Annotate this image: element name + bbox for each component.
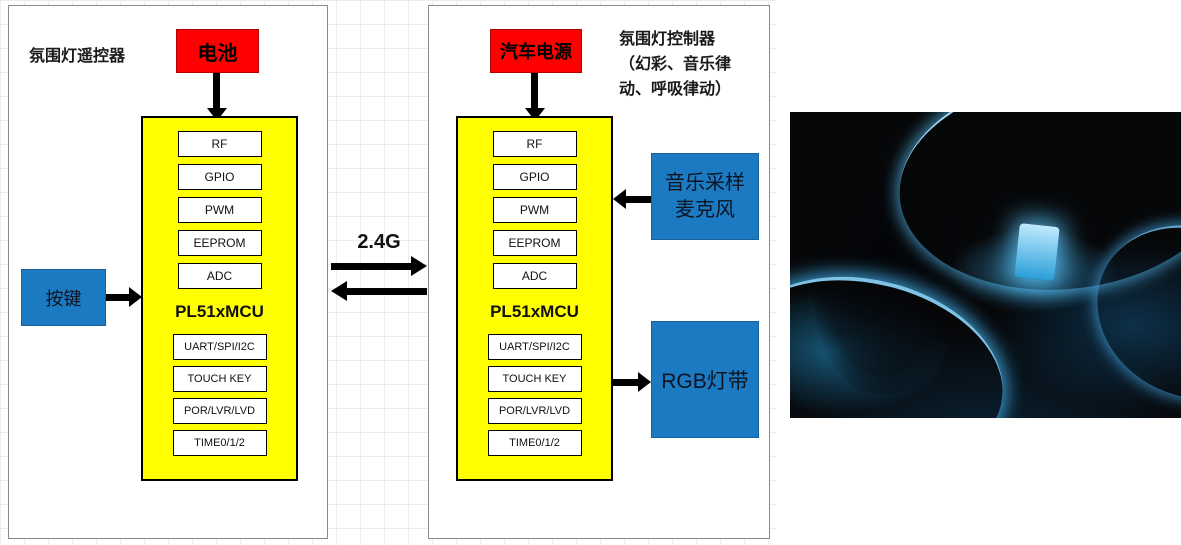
controller-title-line: 动、呼吸律动） bbox=[619, 80, 732, 98]
arrow-shaft bbox=[626, 196, 651, 203]
arrow-shaft bbox=[347, 288, 427, 295]
key-input-box: 按键 bbox=[21, 269, 106, 326]
mcu-module-eeprom: EEPROM bbox=[177, 230, 262, 256]
car-interior-photo bbox=[790, 112, 1181, 418]
mcu-module-adc: ADC bbox=[177, 263, 262, 289]
controller-title-line: 氛围灯控制器 bbox=[619, 31, 716, 48]
arrow-shaft bbox=[531, 73, 538, 109]
remote-panel-title: 氛围灯遥控器 bbox=[29, 48, 126, 65]
arrow-power-to-mcu bbox=[525, 73, 545, 121]
battery-box: 电池 bbox=[176, 29, 259, 73]
arrow-mcu-to-rgb bbox=[613, 372, 651, 392]
mcu-module-pwm: PWM bbox=[177, 197, 262, 223]
mcu-module-time012: TIME0/1/2 bbox=[487, 430, 582, 456]
controller-panel: 汽车电源 氛围灯控制器 （幻彩、音乐律 动、呼吸律动） RF GPIO PWM … bbox=[428, 5, 770, 539]
arrow-head bbox=[411, 256, 427, 276]
mcu-module-por-lvr-lvd: POR/LVR/LVD bbox=[487, 398, 582, 424]
arrow-key-to-mcu bbox=[106, 287, 142, 307]
mcu-module-touch-key: TOUCH KEY bbox=[487, 366, 582, 392]
mcu-module-por-lvr-lvd: POR/LVR/LVD bbox=[172, 398, 267, 424]
arrow-shaft bbox=[331, 263, 411, 270]
mcu-module-time012: TIME0/1/2 bbox=[172, 430, 267, 456]
controller-mcu-block: RF GPIO PWM EEPROM ADC PL51xMCU UART/SPI… bbox=[456, 116, 613, 481]
center-console-screen-glow bbox=[1014, 223, 1060, 282]
wireless-link-label: 2.4G bbox=[357, 231, 401, 253]
mcu-module-rf: RF bbox=[492, 131, 577, 157]
mcu-module-uart-spi-i2c: UART/SPI/I2C bbox=[487, 334, 582, 360]
arrow-link-leftward bbox=[331, 281, 427, 301]
mcu-module-touch-key: TOUCH KEY bbox=[172, 366, 267, 392]
controller-panel-title: 氛围灯控制器 （幻彩、音乐律 动、呼吸律动） bbox=[619, 28, 769, 102]
mcu-module-eeprom: EEPROM bbox=[492, 230, 577, 256]
arrow-link-rightward bbox=[331, 256, 427, 276]
mcu-name-label: PL51xMCU bbox=[490, 302, 579, 321]
remote-panel: 氛围灯遥控器 电池 RF GPIO PWM EEPROM ADC PL51xMC… bbox=[8, 5, 328, 539]
mcu-module-gpio: GPIO bbox=[492, 164, 577, 190]
arrow-shaft bbox=[613, 379, 638, 386]
mcu-module-rf: RF bbox=[177, 131, 262, 157]
arrow-battery-to-mcu bbox=[207, 73, 227, 121]
arrow-shaft bbox=[213, 73, 220, 109]
music-mic-box: 音乐采样 麦克风 bbox=[651, 153, 759, 240]
mcu-module-uart-spi-i2c: UART/SPI/I2C bbox=[172, 334, 267, 360]
rgb-strip-box: RGB灯带 bbox=[651, 321, 759, 438]
arrow-head bbox=[129, 287, 142, 307]
car-power-box: 汽车电源 bbox=[490, 29, 582, 73]
arrow-head bbox=[331, 281, 347, 301]
controller-title-line: （幻彩、音乐律 bbox=[619, 55, 732, 73]
arrow-head bbox=[638, 372, 651, 392]
arrow-shaft bbox=[106, 294, 129, 301]
arrow-mic-to-mcu bbox=[613, 189, 651, 209]
mcu-module-adc: ADC bbox=[492, 263, 577, 289]
music-mic-line: 麦克风 bbox=[675, 198, 735, 221]
mcu-module-gpio: GPIO bbox=[177, 164, 262, 190]
mcu-module-pwm: PWM bbox=[492, 197, 577, 223]
remote-mcu-block: RF GPIO PWM EEPROM ADC PL51xMCU UART/SPI… bbox=[141, 116, 298, 481]
seat-silhouette bbox=[813, 167, 955, 394]
music-mic-line: 音乐采样 bbox=[665, 171, 745, 194]
arrow-head bbox=[613, 189, 626, 209]
mcu-name-label: PL51xMCU bbox=[175, 302, 264, 321]
